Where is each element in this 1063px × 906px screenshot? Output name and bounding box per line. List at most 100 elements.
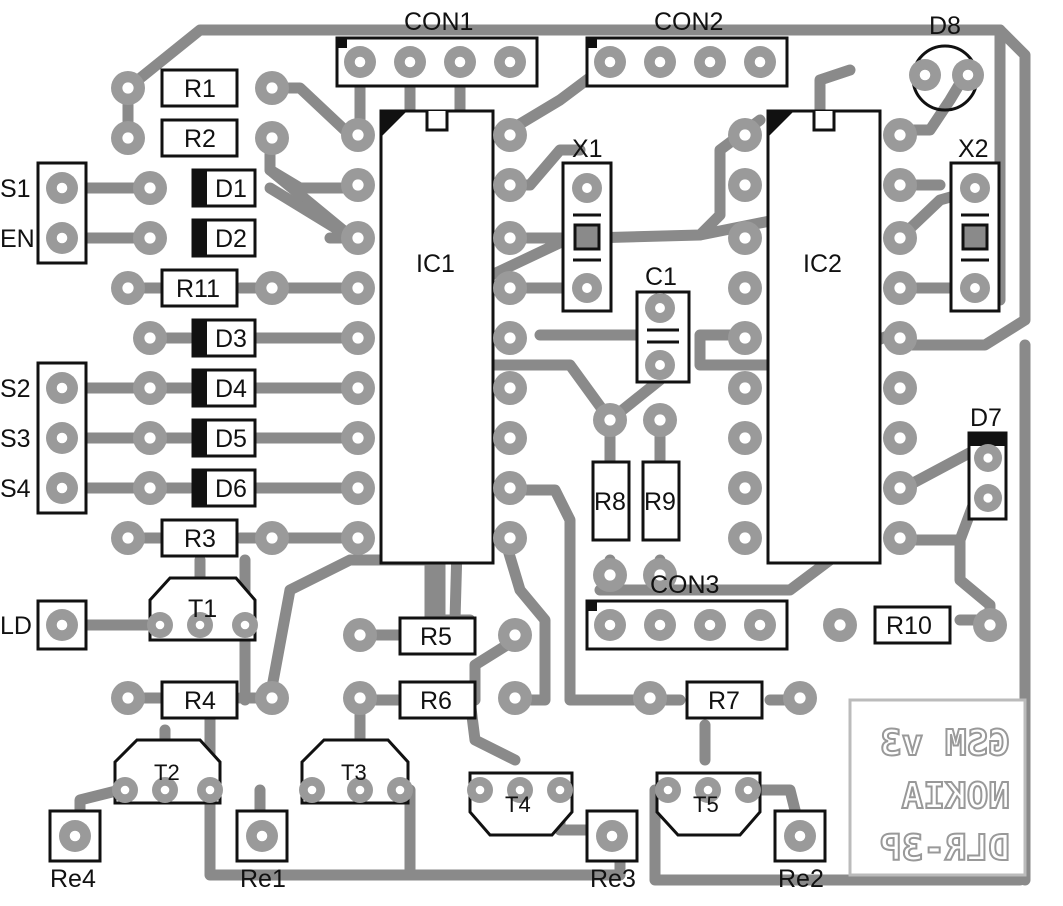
pad-hole [894,129,906,141]
label-re3: Re3 [590,865,636,893]
pad-hole [352,432,364,444]
label-re2: Re2 [778,865,824,893]
pad-hole [515,785,525,795]
pad-hole [555,785,565,795]
label-t5: T5 [693,792,719,817]
component-labels: CON1 CON2 CON3 IC1 IC2 X1 X2 C1 D8 D7 R1… [0,8,1002,893]
pad-hole [122,82,134,94]
pad-hole [122,282,134,294]
pad-hole [704,56,716,68]
pad-hole [739,432,751,444]
ic2-body [766,109,882,565]
pads [46,46,1007,852]
label-s4: S4 [0,475,31,503]
label-r6: R6 [420,687,452,715]
pad-hole [894,532,906,544]
pad-hole [240,620,250,630]
t1-body [148,576,257,642]
pad-hole [256,830,268,842]
pad-hole [122,132,134,144]
r2-body [160,118,239,158]
pad-hole [56,382,68,394]
pad-hole [144,482,156,494]
pad-hole [983,453,993,463]
label-ic1: IC1 [416,250,455,278]
pad-hole [894,382,906,394]
pad-hole [919,69,931,81]
t2-body [113,738,222,805]
r6-body [398,680,477,720]
pad-hole [475,785,485,795]
pad-hole [509,692,521,704]
pad-hole [504,129,516,141]
pad-hole [655,303,665,313]
pad-hole [504,482,516,494]
silk-line3: DLR-3P [880,828,1010,869]
pad-hole [144,232,156,244]
label-t1: T1 [188,595,217,623]
label-re4: Re4 [50,865,96,893]
pad-hole [984,619,996,631]
pad-hole [894,332,906,344]
label-s3: S3 [0,425,31,453]
pad-hole [654,619,666,631]
label-d1: D1 [215,175,247,203]
pad-hole [663,785,673,795]
pad-hole [739,232,751,244]
pad-hole [794,692,806,704]
pad-hole [395,785,405,795]
r3-body [160,518,239,558]
label-re1: Re1 [240,865,286,893]
label-d5: D5 [215,425,247,453]
pad-hole [604,619,616,631]
label-r8: R8 [594,488,626,516]
pad-hole [120,785,130,795]
pad-hole [160,785,170,795]
pad-hole [352,282,364,294]
pad-hole [606,830,618,842]
pad-hole [504,232,516,244]
re2-connector [773,809,827,863]
pad-hole [144,182,156,194]
pad-hole [754,56,766,68]
pad-hole [56,432,68,444]
pad-hole [654,414,666,426]
pad-hole [739,382,751,394]
pad-hole [352,232,364,244]
label-x1: X1 [572,135,603,163]
pad-hole [970,283,980,293]
pad-hole [504,432,516,444]
pad-hole [655,360,665,370]
label-t3: T3 [341,760,367,785]
label-con1: CON1 [404,8,473,36]
r11-body [160,268,239,308]
pad-hole [962,69,974,81]
label-r7: R7 [708,687,740,715]
pad-hole [56,232,68,244]
label-s1: S1 [0,175,31,203]
silkscreen-box [848,698,1027,877]
label-r2: R2 [184,125,216,153]
label-con3: CON3 [650,571,719,599]
r10-body [873,605,952,645]
pad-hole [894,432,906,444]
label-d6: D6 [215,475,247,503]
pad-hole [504,282,516,294]
pad-hole [654,569,666,581]
pad-hole [144,332,156,344]
pad-hole [582,183,592,193]
pad-hole [354,629,366,641]
pad-hole [739,532,751,544]
pad-hole [144,382,156,394]
pad-hole [352,532,364,544]
label-d2: D2 [215,225,247,253]
pad-hole [894,282,906,294]
r4-body [160,680,239,720]
label-r9: R9 [644,488,676,516]
label-r5: R5 [420,623,452,651]
pad-hole [504,56,516,68]
pad-hole [504,332,516,344]
pad-hole [56,619,68,631]
label-d8: D8 [929,12,961,40]
